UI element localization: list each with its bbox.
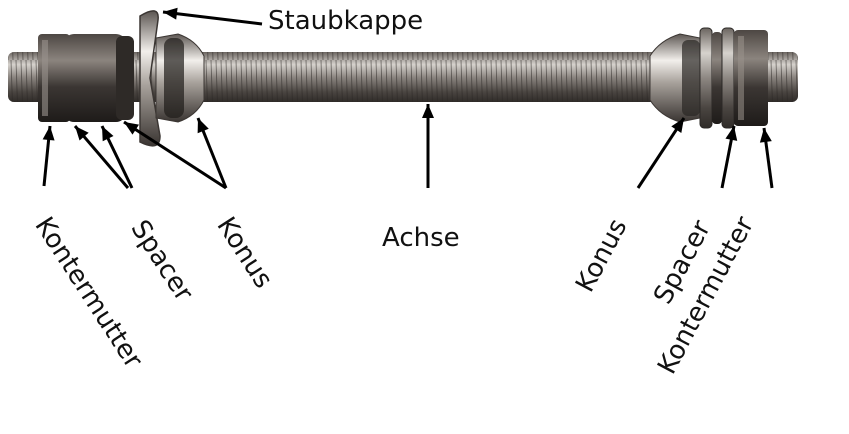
- arrow-left-spacer-1-head: [75, 126, 89, 141]
- pointer-arrows: [42, 7, 774, 190]
- arrow-left-kontermutter: [42, 125, 55, 187]
- arrow-right-spacer-head: [725, 126, 738, 141]
- right-cone: [649, 33, 701, 123]
- left-cone: [155, 33, 205, 123]
- arrow-right-kontermutter-head: [759, 128, 772, 143]
- arrow-right-spacer: [720, 125, 738, 189]
- arrow-left-spacer-2-head: [102, 126, 114, 142]
- arrow-left-spacer-2: [100, 125, 134, 189]
- right-spacer: [699, 27, 735, 129]
- arrow-left-kontermutter-head: [42, 126, 55, 141]
- arrow-achse: [422, 104, 434, 188]
- arrow-staubkappe-head: [163, 7, 178, 20]
- arrow-left-konus-2: [196, 117, 228, 189]
- axle: [8, 52, 798, 102]
- right-locknut: [734, 30, 768, 126]
- arrow-left-konus-1-head: [124, 122, 140, 135]
- arrow-left-spacer-1: [73, 125, 130, 189]
- arrow-left-konus-2-head: [197, 118, 209, 134]
- arrow-right-konus: [636, 117, 686, 189]
- arrow-achse-head: [422, 104, 434, 118]
- arrow-right-konus-head: [671, 118, 684, 133]
- dust-cap: [139, 10, 161, 147]
- arrow-right-kontermutter: [759, 127, 774, 189]
- arrow-staubkappe: [162, 7, 263, 26]
- label-achse: Achse: [382, 223, 460, 253]
- left-spacer: [64, 34, 134, 122]
- arrow-left-konus-1: [123, 120, 227, 190]
- left-locknut: [38, 34, 70, 122]
- label-staubkappe: Staubkappe: [268, 6, 424, 36]
